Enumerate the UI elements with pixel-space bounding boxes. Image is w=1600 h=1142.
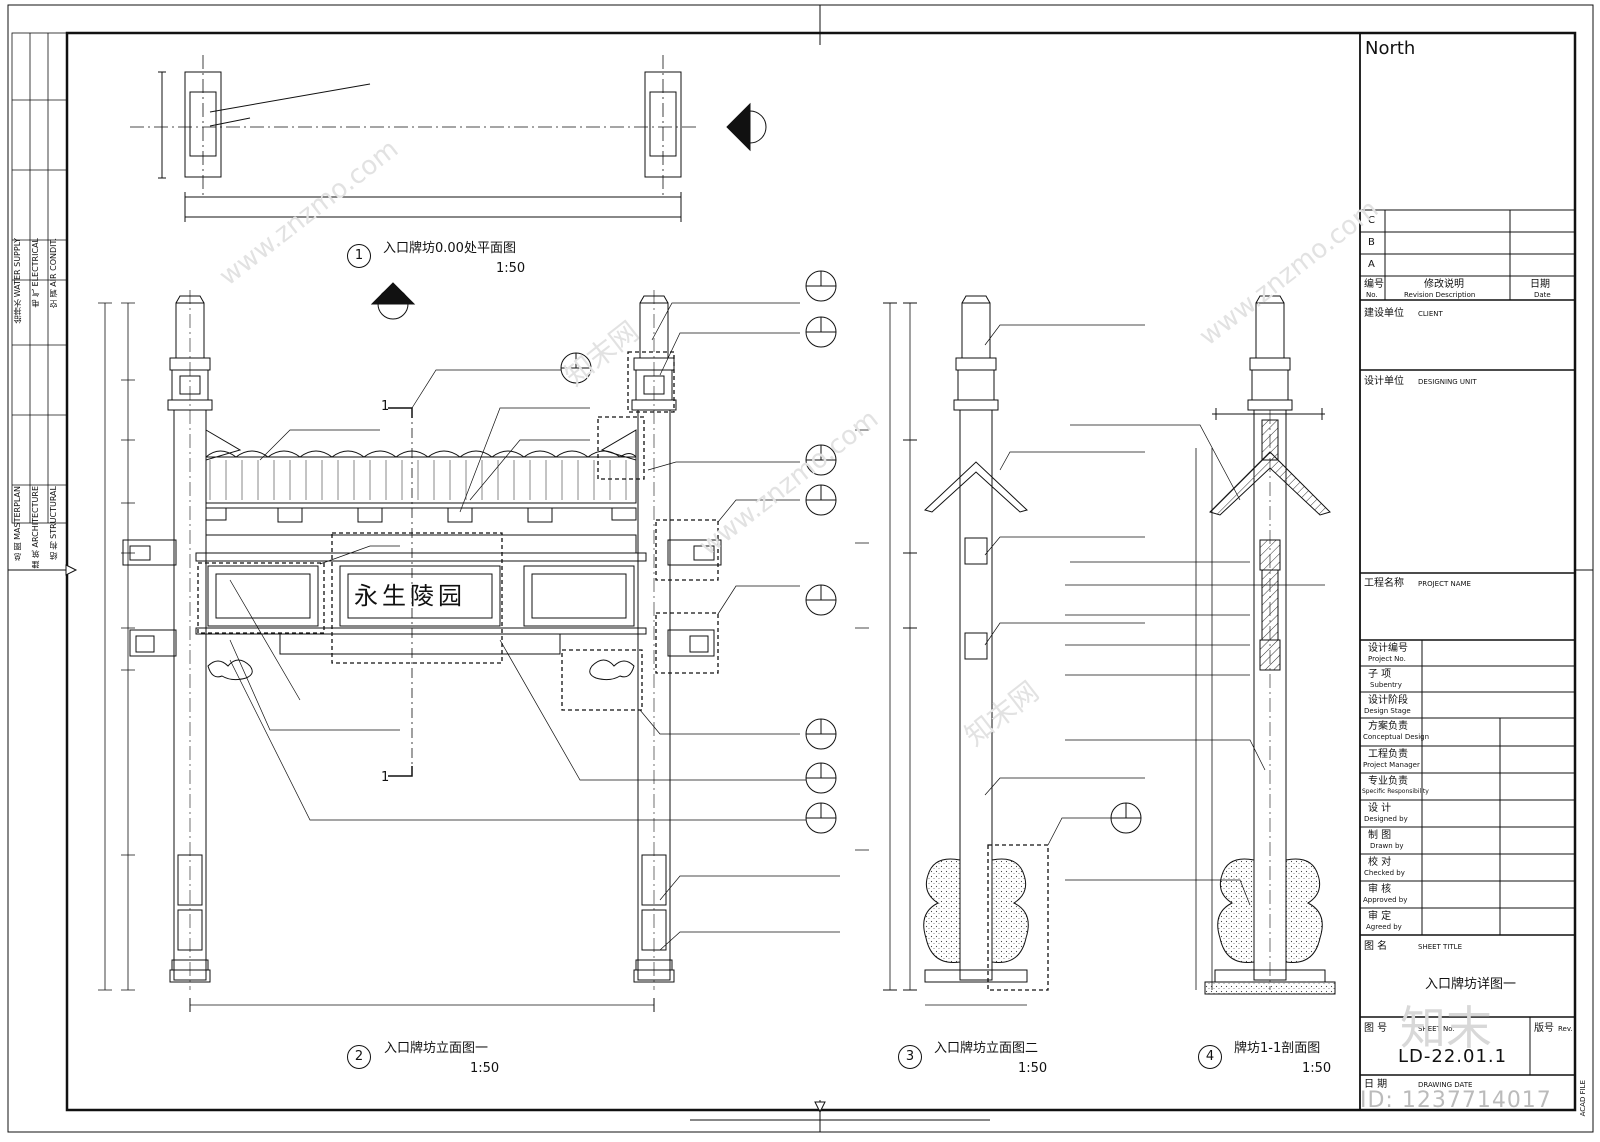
rev-date-cn: 日期 xyxy=(1530,279,1550,290)
drawing-date-en: DRAWING DATE xyxy=(1418,1081,1473,1089)
callout-circles xyxy=(560,270,1142,834)
project-name-cn: 工程名称 xyxy=(1364,578,1404,589)
tb-row-en: Agreed by xyxy=(1366,923,1402,931)
tb-row-en: Project No. xyxy=(1368,655,1406,663)
plaque-inscription: 永生陵园 xyxy=(354,582,466,610)
tb-row-en: Subentry xyxy=(1370,681,1402,689)
tb-row-en: Specific Responsibility xyxy=(1362,788,1429,795)
view-scale-3: 1:50 xyxy=(1018,1061,1048,1076)
view-number-3: 3 xyxy=(898,1045,922,1069)
drawing-date-cn: 日 期 xyxy=(1364,1079,1388,1090)
tb-row-cn: 设计编号 xyxy=(1368,643,1408,654)
tb-row-cn: 方案负责 xyxy=(1368,721,1408,732)
rev-desc-en: Revision Description xyxy=(1404,291,1476,299)
rev-no-cn: 编号 xyxy=(1364,279,1384,290)
tb-row-en: Checked by xyxy=(1364,869,1405,877)
strip-label-aircon: 空 调 AIR CONDIT. xyxy=(49,238,58,308)
view-title-2: 入口牌坊立面图一 xyxy=(384,1041,489,1056)
rev-no-en: No. xyxy=(1366,291,1378,299)
tb-row-cn: 子 项 xyxy=(1368,669,1392,680)
sheet-number: LD-22.01.1 xyxy=(1398,1046,1508,1067)
revision-c: C xyxy=(1368,215,1375,226)
tb-row-cn: 工程负责 xyxy=(1368,749,1408,760)
title-block xyxy=(1359,33,1576,1110)
watermark-logo: 知末 xyxy=(1400,1001,1492,1055)
tb-row-cn: 制 图 xyxy=(1368,830,1392,841)
sheet-frame xyxy=(7,4,1594,1133)
side-elevation xyxy=(855,295,1145,1006)
watermark-id: ID: 1237714017 xyxy=(1360,1088,1552,1113)
view-number-4: 4 xyxy=(1198,1045,1222,1069)
left-discipline-strip xyxy=(11,32,68,524)
view-title-1: 入口牌坊0.00处平面图 xyxy=(383,241,516,256)
rev-desc-cn: 修改说明 xyxy=(1424,279,1464,290)
plan-view xyxy=(130,55,767,222)
rev-no-label: 版号 xyxy=(1534,1023,1554,1034)
designing-unit-en: DESIGNING UNIT xyxy=(1418,378,1477,386)
section-mark-top: 1 xyxy=(381,399,390,414)
acad-file-label: ACAD FILE xyxy=(1579,1080,1587,1117)
tb-row-cn: 校 对 xyxy=(1368,857,1392,868)
client-cn: 建设单位 xyxy=(1364,308,1404,319)
front-elevation xyxy=(98,290,840,1012)
sheet-no-en: SHEET No. xyxy=(1418,1025,1455,1033)
sheet-title-cn: 图 名 xyxy=(1364,941,1388,952)
tb-row-cn: 审 定 xyxy=(1368,911,1392,922)
tb-row-en: Design Stage xyxy=(1364,707,1411,715)
project-name-en: PROJECT NAME xyxy=(1418,580,1471,588)
rev-date-en: Date xyxy=(1534,291,1551,299)
strip-label-water: 给排水 WATER SUPPLY xyxy=(13,238,22,324)
strip-label-architecture: 建 筑 ARCHITECTURE xyxy=(31,486,40,569)
revision-a: A xyxy=(1368,259,1375,270)
north-label: North xyxy=(1365,38,1416,59)
view-direction-symbol xyxy=(370,282,416,320)
section-view xyxy=(1065,295,1336,995)
client-en: CLIENT xyxy=(1418,310,1443,318)
view-number-2: 2 xyxy=(347,1045,371,1069)
strip-label-masterplan: 总 图 MASTERPLAN xyxy=(13,486,22,561)
strip-label-structural: 结 构 STRUCTURAL xyxy=(49,486,58,560)
view-title-4: 牌坊1-1剖面图 xyxy=(1234,1041,1321,1056)
view-scale-2: 1:50 xyxy=(470,1061,500,1076)
tb-row-en: Designed by xyxy=(1364,815,1408,823)
view-title-3: 入口牌坊立面图二 xyxy=(934,1041,1039,1056)
sheet-no-cn: 图 号 xyxy=(1364,1023,1388,1034)
tb-row-en: Conceptual Design xyxy=(1363,733,1430,741)
view-scale-4: 1:50 xyxy=(1302,1061,1332,1076)
tb-row-cn: 审 核 xyxy=(1368,884,1392,895)
tb-row-cn: 设 计 xyxy=(1368,803,1392,814)
sheet-title-value: 入口牌坊详图一 xyxy=(1425,977,1517,992)
tb-row-en: Drawn by xyxy=(1370,842,1404,850)
tb-row-en: Project Manager xyxy=(1363,761,1420,769)
tb-row-cn: 专业负责 xyxy=(1368,776,1408,787)
sheet-title-en: SHEET TITLE xyxy=(1418,943,1462,951)
rev-no-label-en: Rev. xyxy=(1558,1025,1573,1033)
designing-unit-cn: 设计单位 xyxy=(1364,376,1404,387)
strip-label-electrical: 电 气 ELECTRICAL xyxy=(31,238,40,308)
view-number-1: 1 xyxy=(347,244,371,268)
section-mark-bottom: 1 xyxy=(381,770,390,785)
tb-row-cn: 设计阶段 xyxy=(1368,695,1408,706)
revision-b: B xyxy=(1368,237,1375,248)
tb-row-en: Approved by xyxy=(1363,896,1408,904)
view-scale-1: 1:50 xyxy=(496,261,526,276)
